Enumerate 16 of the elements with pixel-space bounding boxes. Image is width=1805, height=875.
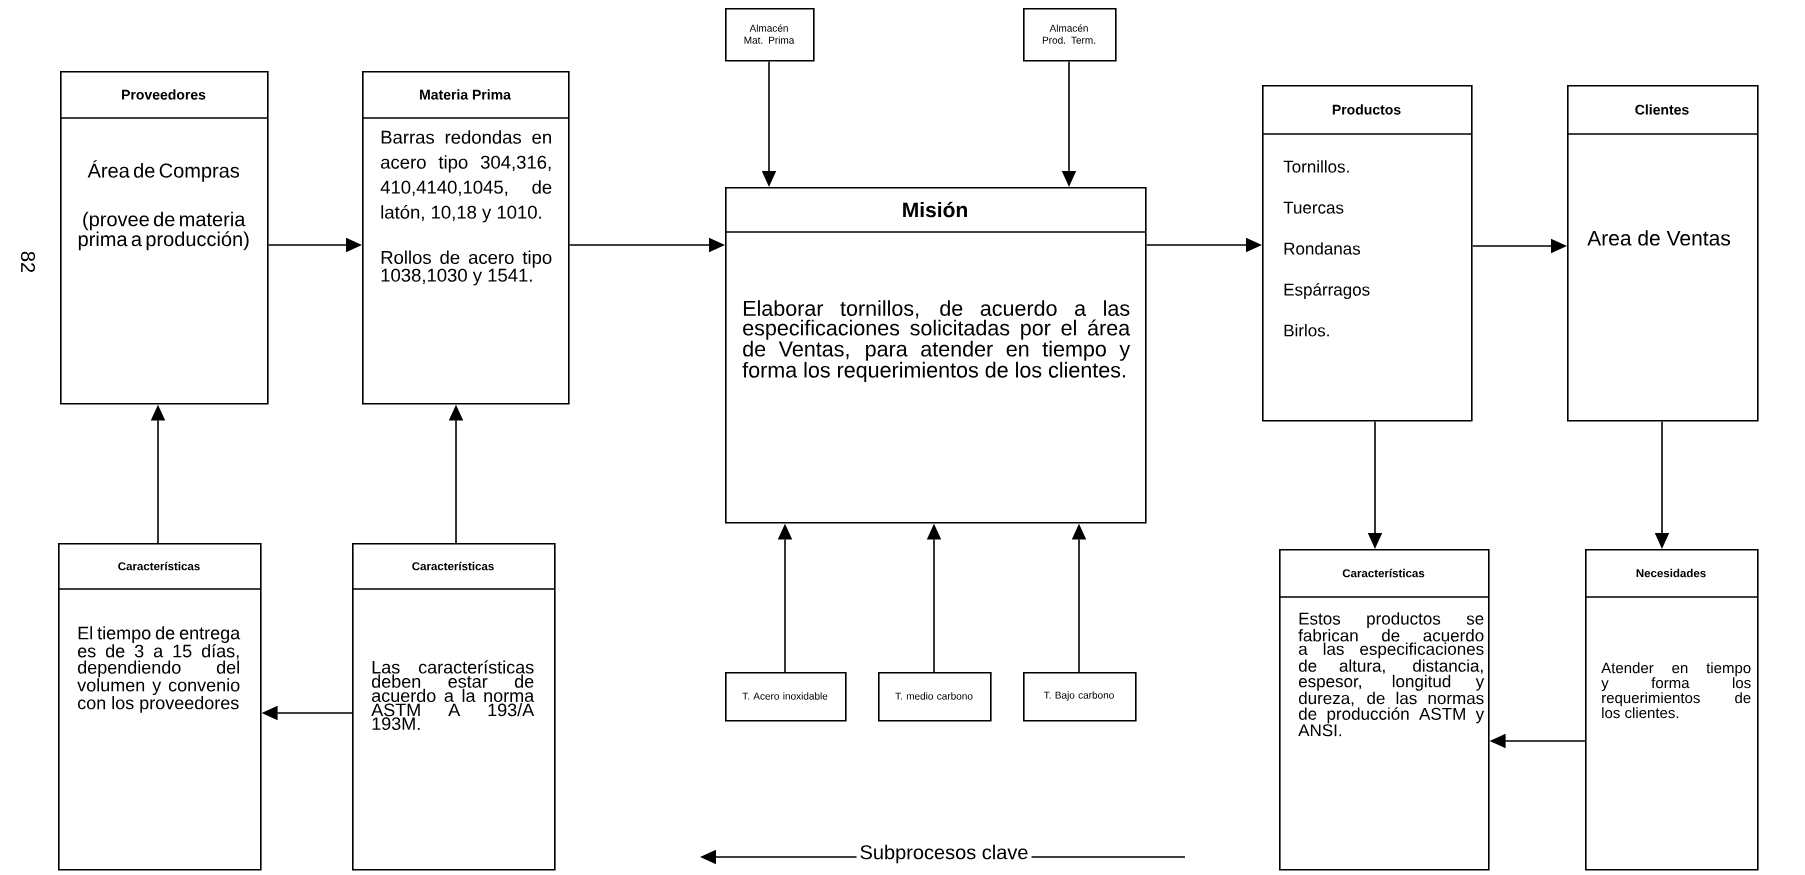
process-box: Características Las características deben estar de acuerdo a la norma ASTM A 193/A 193M. bbox=[351, 543, 556, 871]
process-box: Necesidades Atender en tiempo y forma los requerimientos de los clientes. bbox=[1584, 549, 1759, 871]
process-box: T. medio carbono bbox=[878, 672, 992, 722]
process-box: Características Estos productos se fabrican de acuerdo a las especificaciones de altura, distancia, espesor, longitud y dureza, de las normas de producción ASTM y ANSI. bbox=[1278, 549, 1490, 871]
process-box: Almacén Prod. Term. bbox=[1023, 8, 1117, 62]
process-box: Proveedores Área de Compras (provee de materia prima a producción) bbox=[59, 71, 269, 405]
process-box: Materia Prima Barras redondas en acero tipo 304,316, 410,4140,1045, de latón, 10,18 y 1010. Rollos de acero tipo 1038,1030 y 1541. bbox=[361, 71, 570, 405]
process-box: T. Acero inoxidable bbox=[725, 672, 847, 722]
process-box: Misión Elaborar tornillos, de acuerdo a las especificaciones solicitadas por el área de Ventas, para atender en tiempo y forma los requerimientos de los clientes. bbox=[724, 187, 1147, 524]
process-box: Productos Tornillos. Tuercas Rondanas Espárragos Birlos. bbox=[1261, 85, 1473, 422]
process-box: Almacén Mat. Prima bbox=[725, 8, 815, 62]
arrow-label: Subprocesos clave bbox=[856, 841, 1032, 867]
process-box: T. Bajo carbono bbox=[1023, 672, 1137, 722]
page-number: 82 bbox=[20, 251, 36, 273]
process-box: Características El tiempo de entrega es de 3 a 15 días, dependiendo del volumen y convenio con los proveedores bbox=[57, 543, 262, 871]
process-box: Clientes Area de Ventas bbox=[1566, 85, 1759, 422]
